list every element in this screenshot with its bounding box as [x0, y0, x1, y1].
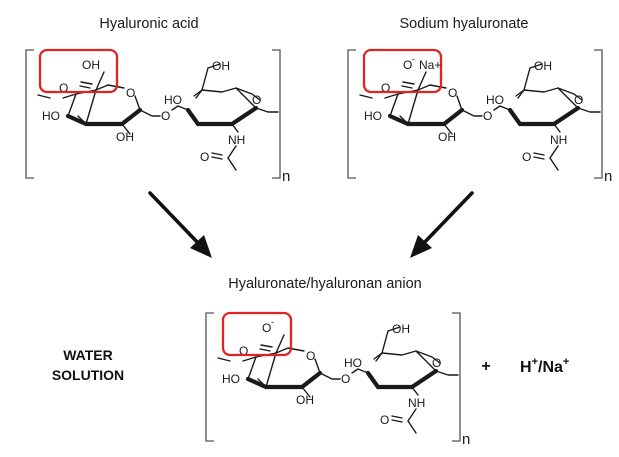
carboxylate-oxygen: O	[403, 58, 412, 72]
repeat-index: n	[462, 431, 470, 448]
repeat-index: n	[604, 168, 612, 185]
cation-formula: H+/Na+	[520, 356, 569, 376]
condition-line-1: WATER	[63, 347, 113, 363]
structure-title: Hyaluronic acid	[99, 16, 198, 32]
repeat-index: n	[282, 168, 290, 185]
condition-line-2: SOLUTION	[52, 367, 124, 383]
carboxyl-highlight	[38, 48, 119, 94]
structure-title: Hyaluronate/hyaluronan anion	[228, 276, 421, 292]
carboxylate-highlight	[221, 311, 293, 357]
reaction-condition: WATER SOLUTION	[52, 347, 124, 383]
hyaluronic-acid-structure: Hyaluronic acid OH n	[26, 16, 290, 185]
sodium-hyaluronate-structure: Sodium hyaluronate O - Na+ n	[348, 16, 612, 185]
carboxyl-hydroxyl: OH	[82, 58, 100, 72]
carboxylate-highlight	[362, 48, 443, 94]
hyaluronate-anion-structure: Hyaluronate/hyaluronan anion O - n	[206, 276, 470, 448]
structure-title: Sodium hyaluronate	[400, 16, 529, 32]
negative-charge: -	[412, 54, 415, 64]
left-reaction-arrow	[148, 191, 212, 258]
plus-sign: +	[481, 358, 490, 375]
sodium-counterion: Na+	[419, 58, 441, 72]
negative-charge: -	[271, 317, 274, 327]
released-cations: + H+/Na+	[481, 356, 569, 376]
right-reaction-arrow	[410, 191, 474, 258]
carboxylate-oxygen: O	[262, 321, 271, 335]
